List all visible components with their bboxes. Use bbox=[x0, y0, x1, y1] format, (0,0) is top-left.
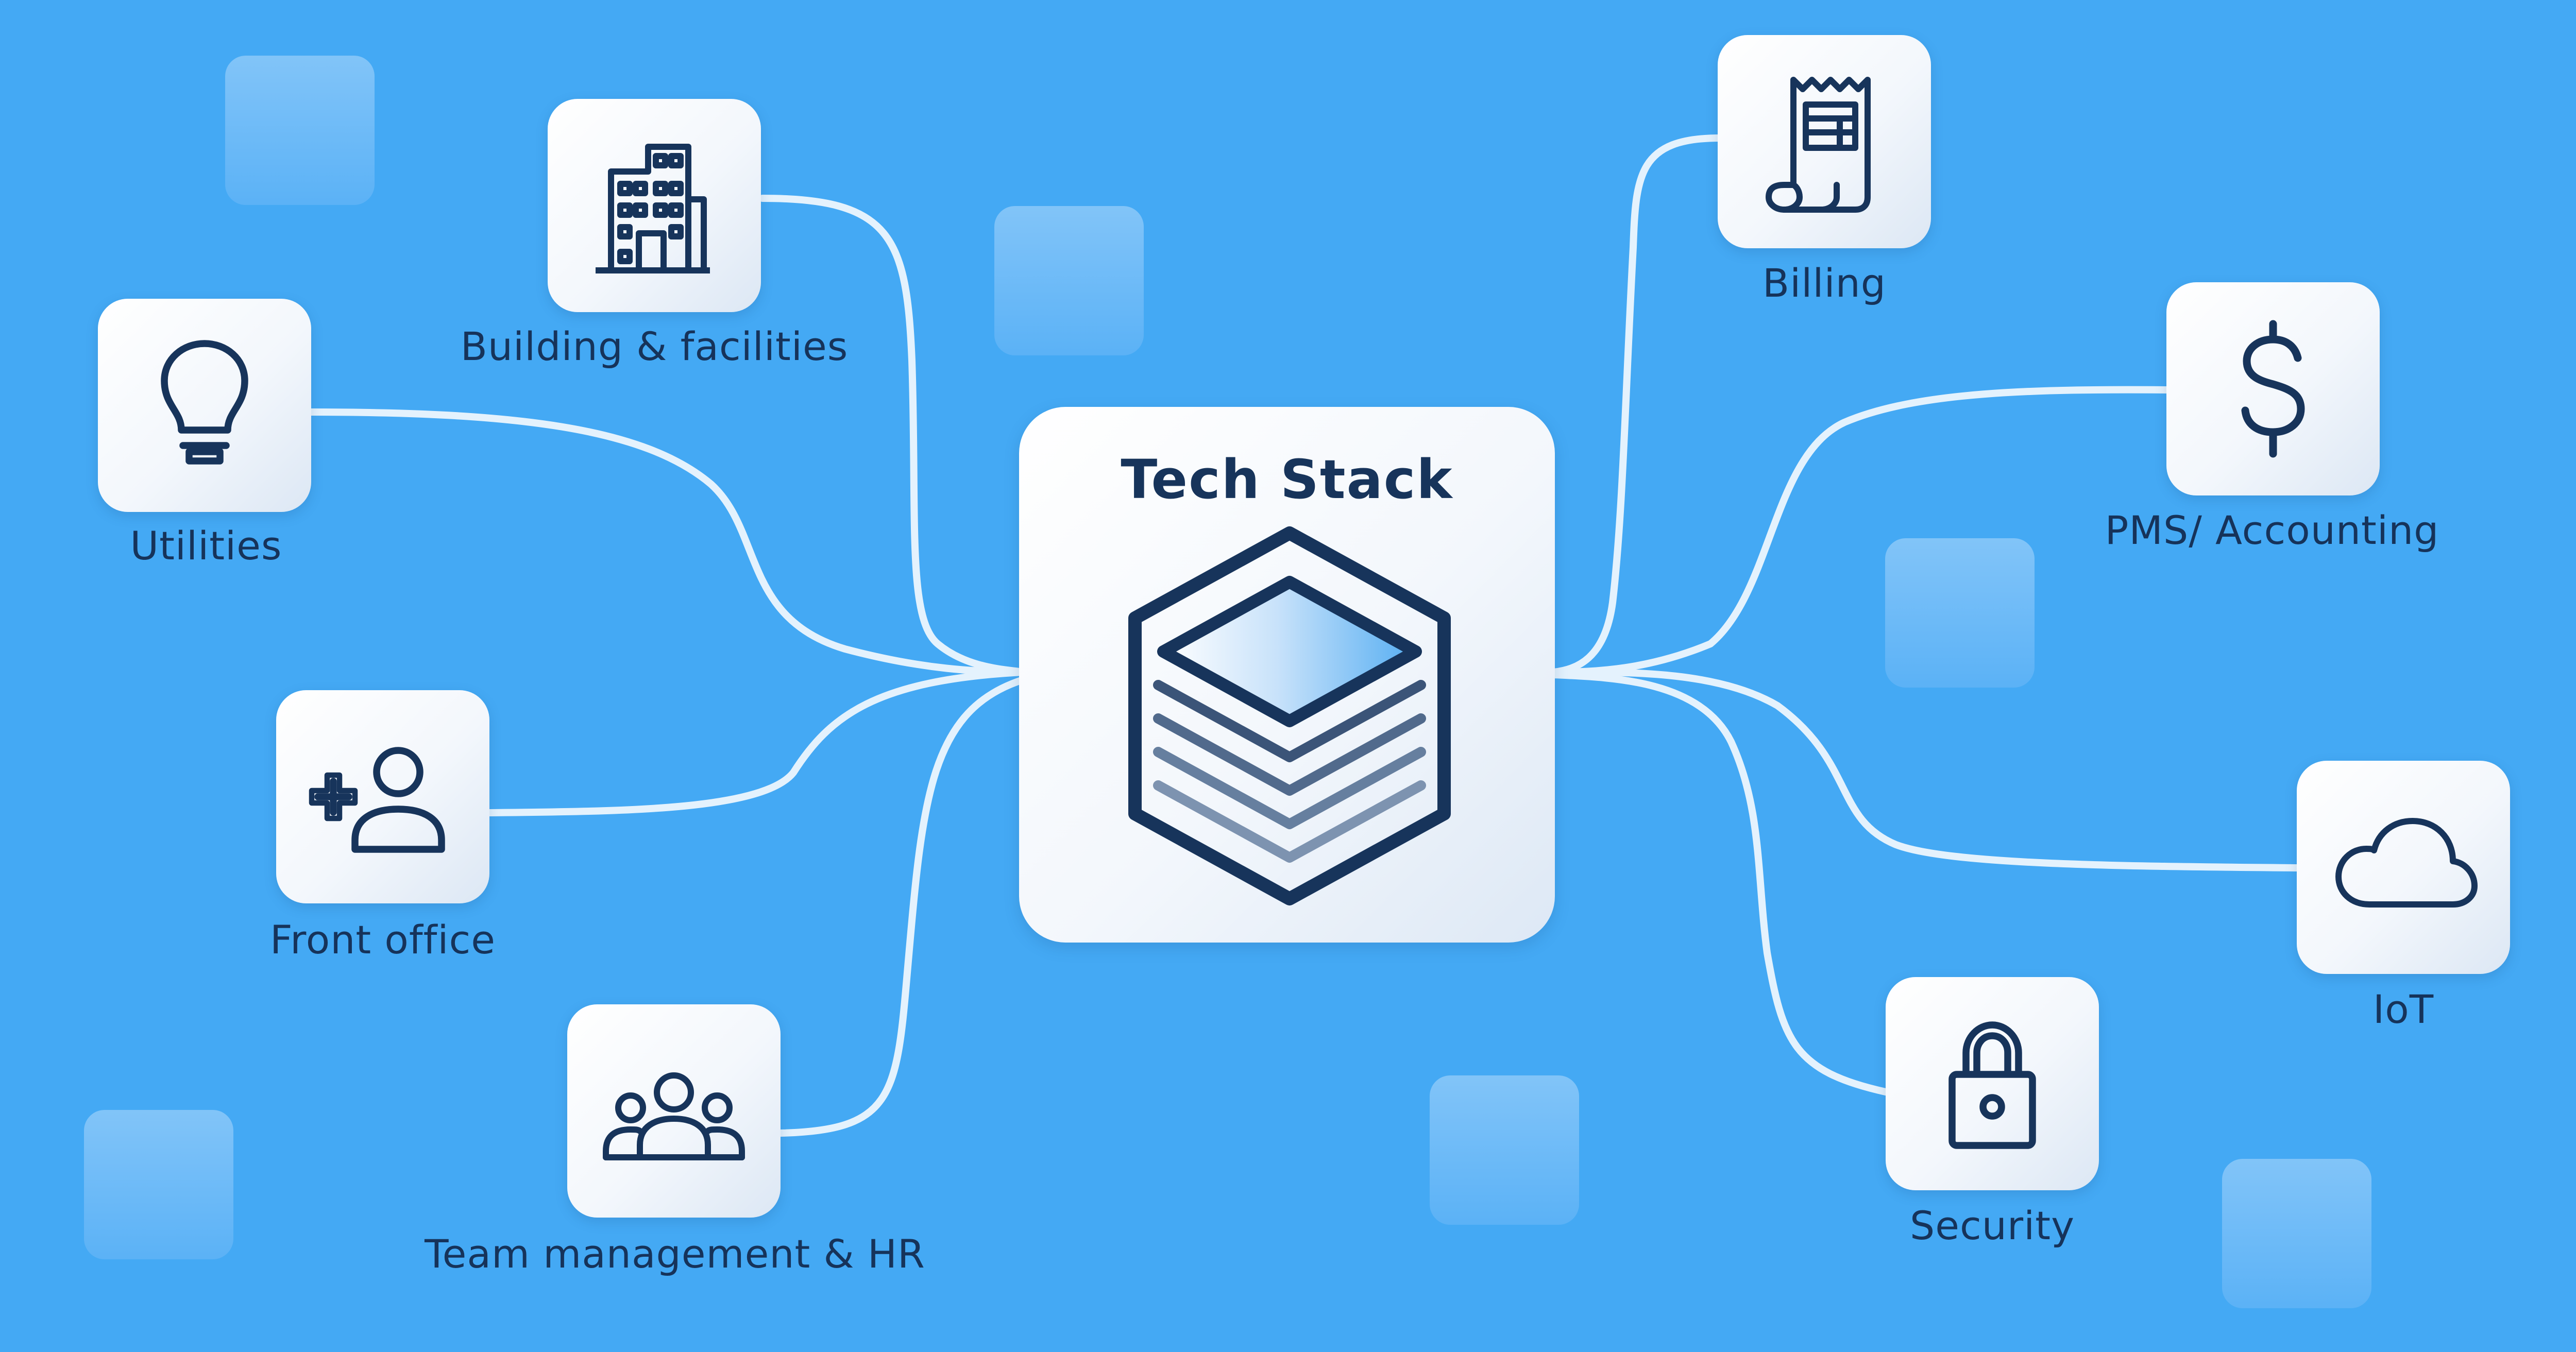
node-iot-label: IoT bbox=[2372, 986, 2434, 1032]
connector-billing bbox=[1550, 134, 1723, 676]
node-iot[interactable] bbox=[2297, 761, 2510, 974]
building-icon bbox=[596, 144, 710, 273]
node-team[interactable] bbox=[567, 1004, 781, 1218]
node-front-office-label: Front office bbox=[269, 917, 496, 963]
connector-building bbox=[759, 195, 1026, 676]
decor-square bbox=[225, 56, 375, 205]
decor-square bbox=[84, 1110, 233, 1259]
layers-stack-icon bbox=[1128, 526, 1451, 905]
connector-front-office bbox=[486, 669, 1026, 816]
lock-icon bbox=[1948, 1021, 2036, 1149]
node-team-label: Team management & HR bbox=[425, 1231, 925, 1277]
center-node[interactable]: Tech Stack bbox=[1019, 407, 1555, 943]
team-icon bbox=[603, 1072, 745, 1160]
node-billing-label: Billing bbox=[1762, 260, 1886, 306]
add-user-icon bbox=[309, 747, 445, 853]
receipt-icon bbox=[1766, 77, 1871, 213]
connector-security bbox=[1550, 671, 1889, 1096]
node-billing[interactable] bbox=[1718, 35, 1931, 248]
node-pms[interactable] bbox=[2166, 282, 2380, 495]
connector-utilities bbox=[306, 408, 1026, 676]
node-utilities[interactable] bbox=[98, 299, 311, 512]
decor-square bbox=[1430, 1075, 1579, 1225]
node-front-office[interactable] bbox=[276, 690, 489, 903]
cloud-icon bbox=[2335, 818, 2478, 908]
node-building-label: Building & facilities bbox=[460, 323, 849, 369]
node-security[interactable] bbox=[1886, 977, 2099, 1190]
node-building[interactable] bbox=[548, 99, 761, 312]
node-utilities-label: Utilities bbox=[130, 523, 282, 569]
connector-team bbox=[777, 676, 1026, 1137]
connector-iot bbox=[1550, 668, 2301, 871]
decor-square bbox=[994, 206, 1144, 355]
dollar-icon bbox=[2241, 320, 2305, 458]
connector-pms bbox=[1550, 386, 2173, 676]
center-title: Tech Stack bbox=[1121, 448, 1453, 511]
decor-square bbox=[2222, 1159, 2371, 1308]
lightbulb-icon bbox=[161, 340, 248, 465]
node-pms-label: PMS/ Accounting bbox=[2105, 507, 2439, 553]
node-security-label: Security bbox=[1909, 1203, 2075, 1248]
decor-square bbox=[1885, 538, 2035, 688]
